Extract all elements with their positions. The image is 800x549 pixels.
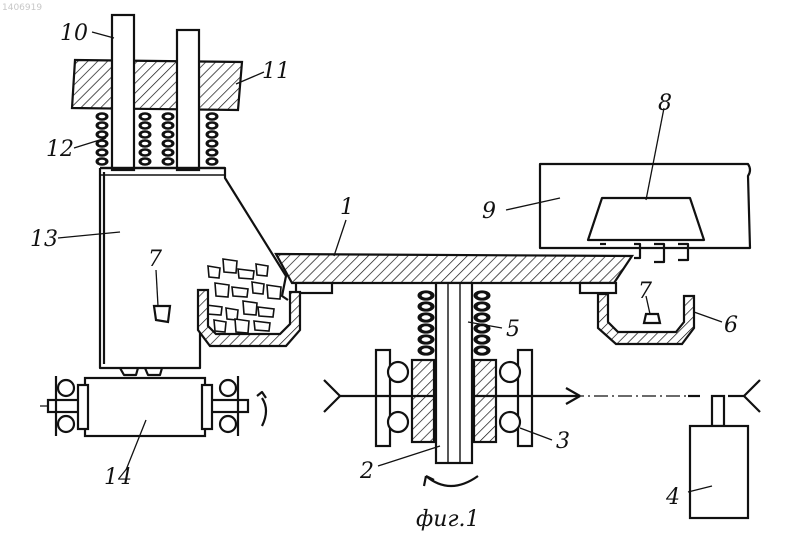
- material-piece: [235, 319, 249, 333]
- material-piece: [252, 282, 264, 294]
- spring-coil-gap: [165, 160, 172, 164]
- spring-coil-gap: [99, 142, 106, 146]
- spring-coil-gap: [209, 124, 216, 128]
- material-piece: [258, 307, 274, 317]
- label-7-right: 7: [638, 279, 652, 304]
- label-3: 3: [556, 429, 570, 454]
- material-piece: [215, 283, 229, 297]
- label-8: 8: [658, 91, 672, 116]
- material-pieces: [206, 259, 281, 333]
- spring-coil-gap: [478, 315, 487, 319]
- spring-coil-gap: [99, 115, 106, 119]
- spring-coil-gap: [209, 115, 216, 119]
- spring-coil-gap: [209, 160, 216, 164]
- label-1: 1: [340, 195, 354, 220]
- spring-coil-gap: [209, 133, 216, 137]
- spring-coil-gap: [478, 304, 487, 308]
- spring-coil-gap: [422, 304, 431, 308]
- spring-coil-gap: [165, 142, 172, 146]
- spring-coil-gap: [165, 124, 172, 128]
- spring-coil-gap: [142, 151, 149, 155]
- label-10: 10: [60, 21, 88, 46]
- spring-coil-gap: [99, 151, 106, 155]
- spring-coil-gap: [209, 151, 216, 155]
- material-piece: [256, 264, 268, 276]
- spring-coil-gap: [478, 326, 487, 330]
- spring-coil-gap: [142, 142, 149, 146]
- material-piece: [254, 321, 270, 331]
- material-piece: [208, 266, 220, 278]
- spring-coil-gap: [422, 293, 431, 297]
- material-piece: [223, 259, 237, 273]
- material-piece: [214, 320, 226, 332]
- material-piece: [226, 308, 238, 320]
- rotation-arrow: [424, 476, 478, 486]
- piece-7-left: [154, 306, 170, 322]
- spring-coil-gap: [142, 160, 149, 164]
- housing-9: [540, 164, 750, 248]
- spring-coil-gap: [422, 315, 431, 319]
- spring-coil-gap: [478, 337, 487, 341]
- material-piece: [232, 287, 248, 297]
- spring-coil-gap: [165, 151, 172, 155]
- label-5: 5: [506, 317, 520, 342]
- motor-4: [690, 396, 748, 518]
- spring-coil-gap: [422, 326, 431, 330]
- watermark-text: 1406919: [2, 3, 42, 13]
- roller-14: [40, 376, 266, 436]
- label-9: 9: [482, 199, 496, 224]
- spring-coil-gap: [99, 133, 106, 137]
- component-8: [588, 198, 704, 262]
- label-6: 6: [724, 313, 738, 338]
- spring-coil-gap: [99, 160, 106, 164]
- label-7-left: 7: [148, 247, 162, 272]
- spring-coil-gap: [422, 337, 431, 341]
- label-12: 12: [46, 137, 74, 162]
- spring-coil-gap: [478, 348, 487, 352]
- label-13: 13: [30, 227, 58, 252]
- spring-coil-gap: [165, 133, 172, 137]
- spring-coil-gap: [478, 293, 487, 297]
- spring-coil-gap: [99, 124, 106, 128]
- spring-coil-gap: [142, 133, 149, 137]
- spring-coil-gap: [209, 142, 216, 146]
- material-piece: [267, 285, 281, 299]
- spring-coil-gap: [165, 115, 172, 119]
- top-plate-11: [72, 60, 242, 110]
- material-piece: [238, 269, 254, 279]
- label-4: 4: [665, 485, 680, 510]
- spring-coil-gap: [142, 115, 149, 119]
- label-14: 14: [104, 465, 132, 490]
- label-11: 11: [262, 59, 290, 84]
- label-2: 2: [359, 459, 374, 484]
- figure-caption: фиг.1: [416, 507, 480, 532]
- spring-coil-gap: [422, 348, 431, 352]
- spring-coil-gap: [142, 124, 149, 128]
- material-piece: [243, 301, 257, 315]
